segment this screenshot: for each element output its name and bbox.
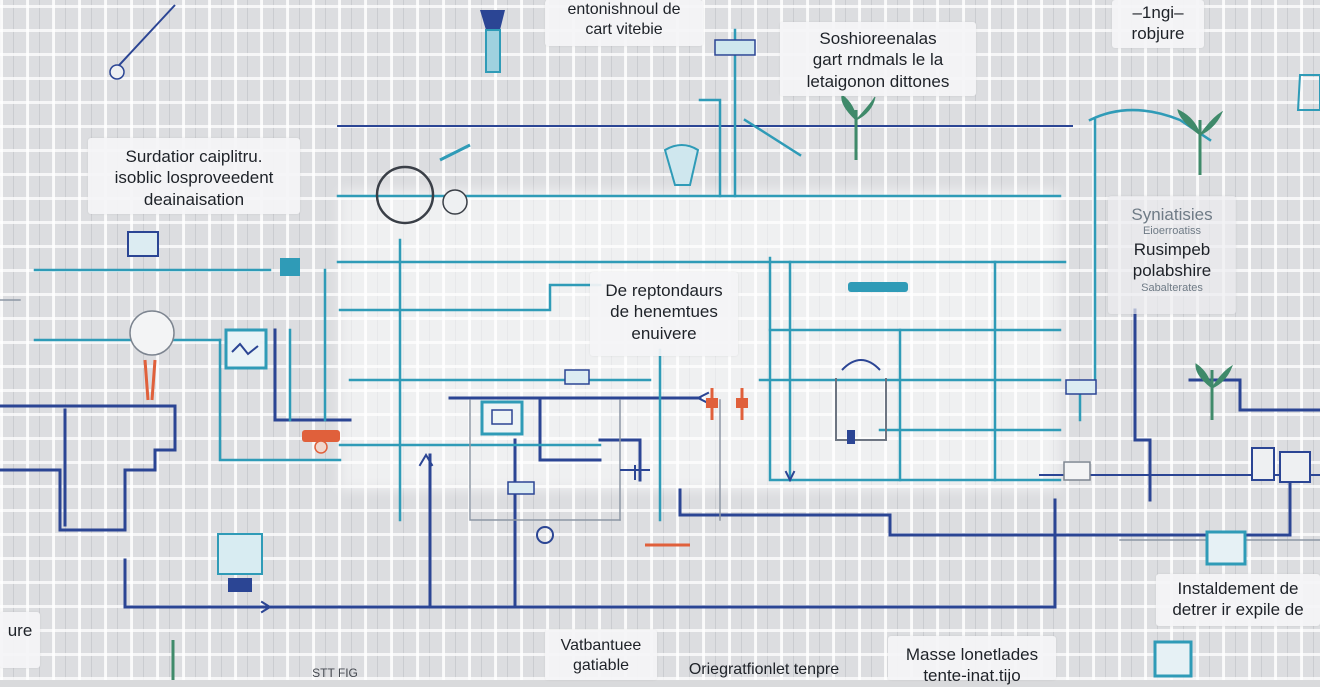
control-box-icon — [480, 400, 524, 436]
label-line: letaigonon dittones — [806, 71, 950, 91]
label-line: gart rndmals le la — [812, 50, 944, 70]
gauge-icon — [129, 310, 175, 401]
label-line: Rusimpeb — [1133, 240, 1211, 259]
label-line: ure — [7, 621, 33, 640]
label-top-right-center: Soshioreenalas gart rndmals le la letaig… — [780, 22, 976, 96]
label-line: tente-inat.tijo — [923, 666, 1021, 686]
label-top-right-corner: –1ngi– robjure — [1112, 0, 1204, 48]
label-line: Masse lonetlades — [905, 645, 1039, 664]
label-line: Soshioreenalas — [819, 29, 937, 48]
label-line: detrer ir expile de — [1172, 600, 1304, 620]
label-line: Eioerroatiss — [1142, 225, 1202, 238]
label-line: Vatbantuee — [560, 637, 642, 654]
teal-pipes — [33, 28, 1212, 522]
label-bottom-center-left: Vatbantuee gatiable — [545, 630, 657, 680]
label-bottom-center: Oriegratfionlet tenpre — [664, 656, 864, 680]
label-line: deainaisation — [143, 189, 245, 209]
filter-icon — [620, 74, 1320, 547]
label-line: cart vitebie — [585, 21, 663, 38]
valve-icon — [302, 388, 748, 454]
label-line: enuivere — [631, 323, 697, 343]
label-line: De reptondaurs — [605, 281, 723, 300]
flow-arrows — [260, 391, 796, 614]
label-line: isoblic losproveedent — [114, 168, 274, 188]
control-box-icon — [1153, 447, 1311, 678]
label-line: robjure — [1131, 24, 1185, 44]
label-line: de henemtues — [610, 302, 718, 322]
label-center: De reptondaurs de henemtues enuivere — [590, 272, 738, 356]
label-bottom-right: Instaldement de detrer ir expile de — [1156, 574, 1320, 626]
label-line: STT FIG — [312, 666, 358, 680]
label-line: entonishnoul de — [567, 1, 681, 18]
label-line: Syniatisies — [1131, 205, 1213, 224]
label-bottom-center-right: Masse lonetlades tente-inat.tijo — [888, 636, 1056, 685]
label-top-center: entonishnoul de cart vitebie — [545, 0, 703, 46]
label-bottom-far-left: STT FIG — [300, 666, 370, 680]
control-box-icon — [224, 328, 268, 370]
label-line: –1ngi– — [1132, 3, 1184, 22]
pump-icon — [127, 231, 1097, 592]
label-line: Surdatior caiplitru. — [125, 147, 263, 166]
gauge-icon — [375, 165, 468, 225]
label-left-upper: Surdatior caiplitru. isoblic losproveede… — [88, 138, 300, 214]
label-line: gatiable — [572, 657, 630, 674]
sprinkler-icon — [109, 4, 756, 186]
label-right-panel: Syniatisies Eioerroatiss Rusimpeb polabs… — [1108, 196, 1236, 314]
label-line: Oriegratfionlet tenpre — [688, 661, 840, 678]
label-bottom-left: ure — [0, 612, 40, 668]
plant-icon — [171, 94, 1233, 680]
label-line: Instaldement de — [1177, 579, 1299, 598]
tank-icon — [835, 359, 887, 444]
label-line: Sabalterates — [1141, 281, 1203, 294]
label-line: polabshire — [1132, 261, 1212, 281]
